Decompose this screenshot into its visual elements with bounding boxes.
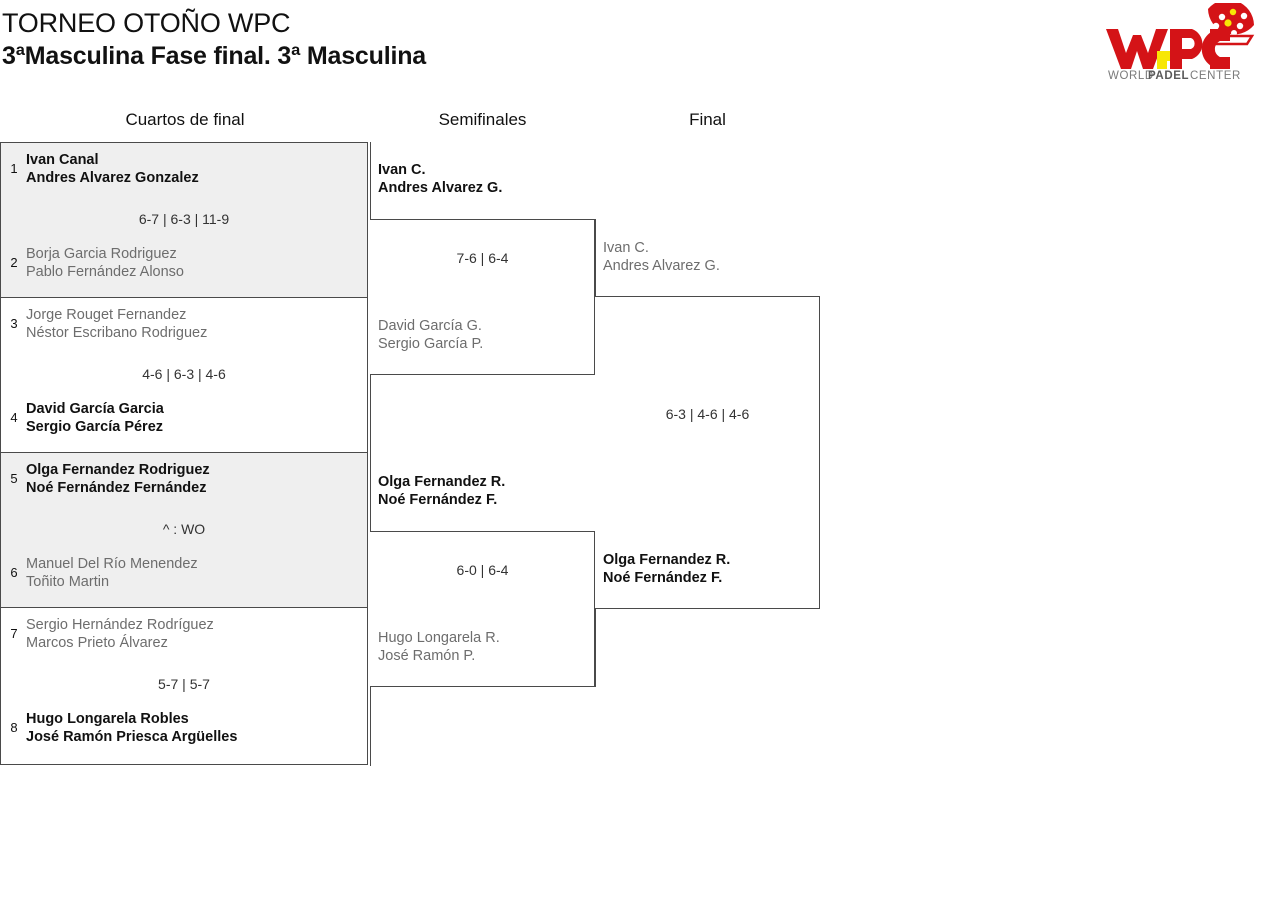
wpc-logo: WORLD PADEL CENTER	[1100, 3, 1262, 81]
logo-letter-p	[1170, 29, 1203, 69]
player-name: Hugo Longarela R.	[378, 630, 500, 646]
round-header-final: Final	[689, 110, 726, 129]
bracket-connector-line	[370, 142, 371, 220]
team-entry[interactable]: Hugo Longarela R. José Ramón P.	[378, 629, 500, 665]
bracket-connector-line	[370, 374, 371, 454]
player-name: Andres Alvarez G.	[603, 258, 720, 274]
semifinal-match-1[interactable]	[370, 219, 595, 375]
player-name: Andres Alvarez G.	[378, 180, 503, 196]
team-entry[interactable]: Ivan Canal Andres Alvarez Gonzalez	[26, 151, 361, 187]
tournament-subtitle: 3ªMasculina Fase final. 3ª Masculina	[2, 42, 426, 70]
team-entry[interactable]: Olga Fernandez Rodriguez Noé Fernández F…	[26, 461, 361, 497]
player-name: Noé Fernández F.	[378, 492, 498, 508]
seed-number: 1	[10, 161, 18, 176]
logo-tagline-padel: PADEL	[1148, 70, 1189, 81]
player-name: Borja Garcia Rodriguez	[26, 246, 177, 262]
match-score: 6-3 | 4-6 | 4-6	[665, 406, 750, 422]
round-header-cuartos: Cuartos de final	[125, 110, 245, 129]
wpc-logo-graphic: WORLD PADEL CENTER	[1106, 3, 1255, 81]
player-name: Olga Fernandez R.	[378, 474, 506, 490]
logo-tagline-center: CENTER	[1190, 70, 1241, 81]
logo-letter-w	[1106, 29, 1168, 69]
match-score: 4-6 | 6-3 | 4-6	[142, 366, 226, 382]
seed-number: 3	[10, 316, 18, 331]
team-entry[interactable]: David García Garcia Sergio García Pérez	[26, 400, 361, 436]
player-name: José Ramón Priesca Argüelles	[26, 729, 238, 745]
team-entry[interactable]: Jorge Rouget Fernandez Néstor Escribano …	[26, 306, 361, 342]
quarterfinal-match-3[interactable]: 5 Olga Fernandez Rodriguez Noé Fernández…	[0, 452, 368, 608]
player-name: David García Garcia	[26, 401, 164, 417]
team-entry[interactable]: Olga Fernandez R. Noé Fernández F.	[603, 551, 730, 587]
bracket-connector-line	[370, 453, 371, 532]
quarterfinal-match-1[interactable]: 1 Ivan Canal Andres Alvarez Gonzalez 6-7…	[0, 142, 368, 298]
player-name: Pablo Fernández Alonso	[26, 264, 184, 280]
team-entry[interactable]: Olga Fernandez R. Noé Fernández F.	[378, 473, 505, 509]
team-entry[interactable]: David García G. Sergio García P.	[378, 317, 483, 353]
match-score: 5-7 | 5-7	[158, 676, 210, 692]
player-name: Ivan C.	[603, 240, 649, 256]
player-name: Sergio García Pérez	[26, 419, 164, 435]
player-name: Ivan C.	[378, 162, 426, 178]
player-name: Olga Fernandez R.	[603, 552, 731, 568]
seed-number: 5	[10, 471, 18, 486]
seed-number: 8	[10, 720, 18, 735]
bracket-connector-line	[595, 219, 596, 297]
seed-number: 4	[10, 410, 18, 425]
final-match[interactable]	[595, 296, 820, 609]
player-name: Andres Alvarez Gonzalez	[26, 170, 199, 186]
team-entry[interactable]: Borja Garcia Rodriguez Pablo Fernández A…	[26, 245, 361, 281]
page-header: TORNEO OTOÑO WPC 3ªMasculina Fase final.…	[0, 0, 1280, 95]
player-name: Sergio Hernández Rodríguez	[26, 617, 214, 633]
player-name: Hugo Longarela Robles	[26, 711, 189, 727]
team-entry[interactable]: Ivan C. Andres Alvarez G.	[378, 161, 502, 197]
semifinal-match-2[interactable]	[370, 531, 595, 687]
player-name: Jorge Rouget Fernandez	[26, 307, 187, 323]
player-name: Noé Fernández Fernández	[26, 480, 207, 496]
match-score: 7-6 | 6-4	[456, 250, 509, 266]
player-name: Noé Fernández F.	[603, 570, 723, 586]
quarterfinal-match-2[interactable]: 3 Jorge Rouget Fernandez Néstor Escriban…	[0, 297, 368, 453]
player-name: José Ramón P.	[378, 648, 476, 664]
player-name: Néstor Escribano Rodriguez	[26, 325, 208, 341]
match-score: 6-0 | 6-4	[456, 562, 509, 578]
player-name: Marcos Prieto Álvarez	[26, 635, 168, 651]
player-name: Manuel Del Río Menendez	[26, 556, 198, 572]
seed-number: 6	[10, 565, 18, 580]
seed-number: 2	[10, 255, 18, 270]
logo-tagline-world: WORLD	[1108, 70, 1154, 81]
match-score: 6-7 | 6-3 | 11-9	[138, 211, 230, 227]
match-score: ^ : WO	[162, 521, 206, 537]
quarterfinal-match-4[interactable]: 7 Sergio Hernández Rodríguez Marcos Prie…	[0, 607, 368, 765]
team-entry[interactable]: Ivan C. Andres Alvarez G.	[603, 239, 720, 275]
team-entry[interactable]: Sergio Hernández Rodríguez Marcos Prieto…	[26, 616, 361, 652]
bracket-connector-line	[370, 686, 371, 766]
team-entry[interactable]: Manuel Del Río Menendez Toñito Martin	[26, 555, 361, 591]
player-name: David García G.	[378, 318, 482, 334]
round-header-semifinales: Semifinales	[438, 110, 527, 129]
player-name: Toñito Martin	[26, 574, 110, 590]
tournament-title: TORNEO OTOÑO WPC	[2, 8, 291, 38]
team-entry[interactable]: Hugo Longarela Robles José Ramón Priesca…	[26, 710, 361, 746]
player-name: Olga Fernandez Rodriguez	[26, 462, 210, 478]
bracket-connector-line	[595, 608, 596, 687]
seed-number: 7	[10, 626, 18, 641]
player-name: Sergio García P.	[378, 336, 484, 352]
player-name: Ivan Canal	[26, 152, 99, 168]
